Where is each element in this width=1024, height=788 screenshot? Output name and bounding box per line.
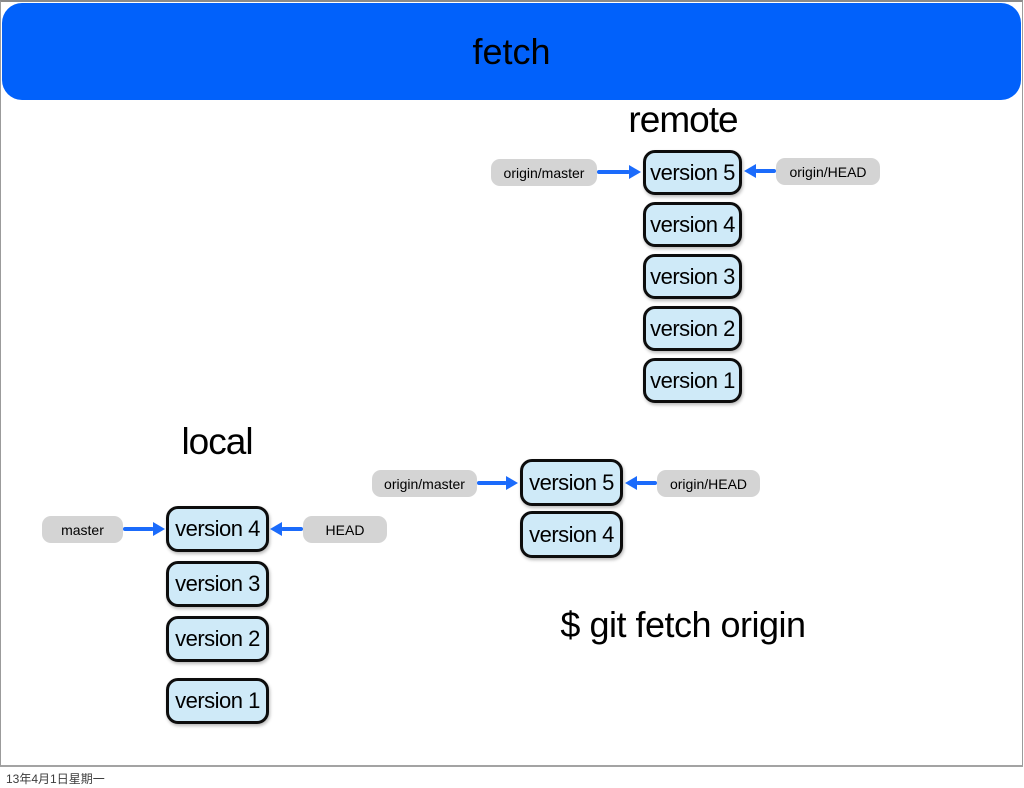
- remote-origin-master-label: origin/master: [491, 159, 597, 186]
- footer-date: 13年4月1日星期一: [6, 772, 105, 786]
- fetched-origin-master-label: origin/master: [372, 470, 477, 497]
- fetched-origin-head-label: origin/HEAD: [657, 470, 760, 497]
- local-master-label: master: [42, 516, 123, 543]
- remote-section-title: remote: [628, 99, 738, 140]
- arrow-origin-head-to-version5: [755, 169, 776, 173]
- local-head-label: HEAD: [303, 516, 387, 543]
- arrow-head-to-version4: [281, 527, 303, 531]
- remote-origin-head-label: origin/HEAD: [776, 158, 880, 185]
- local-commit-node: version 1: [166, 678, 269, 724]
- fetched-commit-node: version 5: [520, 459, 623, 506]
- remote-commit-node: version 4: [643, 202, 742, 247]
- arrow-fetched-origin-master-to-version5: [477, 481, 507, 485]
- local-section-title: local: [181, 421, 253, 462]
- local-commit-node: version 3: [166, 561, 269, 607]
- arrow-master-to-version4: [123, 527, 154, 531]
- git-command-text: $ git fetch origin: [560, 604, 806, 645]
- slide-frame: [0, 0, 1023, 767]
- remote-commit-node: version 5: [643, 150, 742, 195]
- remote-commit-node: version 1: [643, 358, 742, 403]
- fetched-commit-node: version 4: [520, 511, 623, 558]
- arrow-origin-master-to-version5: [597, 170, 630, 174]
- arrow-fetched-origin-head-to-version5: [636, 481, 657, 485]
- remote-commit-node: version 2: [643, 306, 742, 351]
- remote-commit-node: version 3: [643, 254, 742, 299]
- local-commit-node: version 4: [166, 506, 269, 552]
- local-commit-node: version 2: [166, 616, 269, 662]
- slide-title: fetch: [472, 30, 551, 72]
- header-bar: fetch: [2, 3, 1021, 100]
